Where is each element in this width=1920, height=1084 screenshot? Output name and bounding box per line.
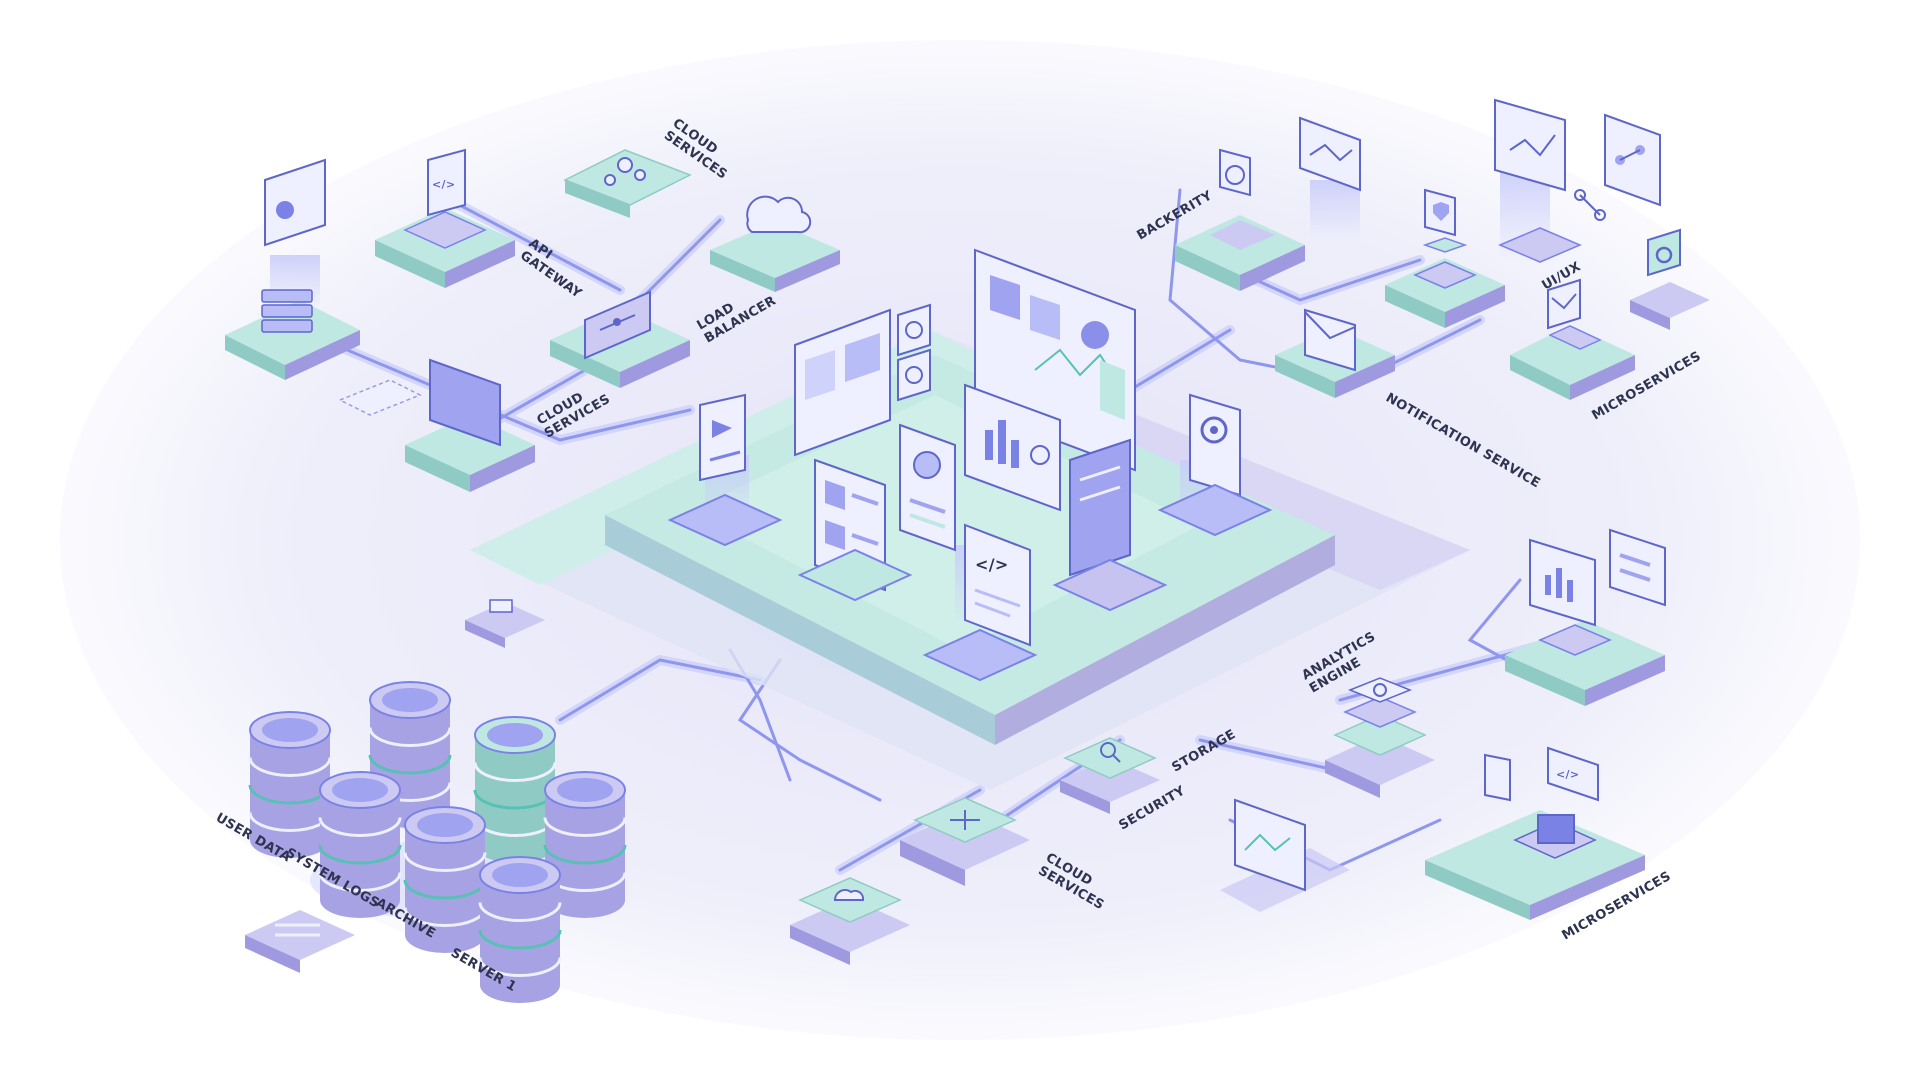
- database-icon: [478, 856, 562, 1003]
- cloud-services-bottom-node[interactable]: [900, 797, 1030, 886]
- database-icon: [318, 771, 402, 918]
- node-graph-panel: [1574, 113, 1661, 221]
- gear-panel: [1189, 393, 1241, 497]
- cloud-icon: [746, 195, 812, 234]
- mail-icon: [1304, 311, 1356, 340]
- analytics-dashboard-node[interactable]: [1505, 528, 1666, 706]
- monitoring-node[interactable]: [1220, 798, 1350, 912]
- api-gateway-node[interactable]: </>: [375, 148, 515, 288]
- search-node[interactable]: [1060, 737, 1160, 814]
- chart-panel: [964, 383, 1061, 512]
- microservices-bottom-node[interactable]: </>: [1425, 746, 1645, 920]
- gear-icon-engine: [1373, 683, 1387, 697]
- cloud-services-top-node[interactable]: [563, 149, 692, 218]
- form-panel: [1069, 438, 1131, 577]
- platform-pads: [667, 483, 1273, 682]
- analytics-engine-node[interactable]: [1325, 677, 1435, 798]
- settings-node[interactable]: [1630, 228, 1710, 330]
- code-icon: </>: [975, 555, 1009, 574]
- code-icon-small: </>: [432, 178, 455, 191]
- microservices-top-node[interactable]: [1510, 278, 1635, 400]
- mail-icon-small: [1551, 293, 1577, 310]
- video-panel: [699, 393, 746, 482]
- code-panel: </>: [964, 523, 1031, 647]
- floating-panels: </>: [699, 248, 1241, 647]
- code-icon-bottom: </>: [1556, 768, 1579, 781]
- cloud-node[interactable]: [710, 195, 840, 292]
- analytics-chart-top: [1299, 116, 1361, 240]
- server-stack-node: [225, 158, 360, 380]
- database-icon: [403, 806, 487, 953]
- ui-panel-top: [1494, 98, 1582, 263]
- settings-icon: [1655, 246, 1673, 264]
- database-cylinders: [248, 681, 627, 1003]
- shield-node[interactable]: [1385, 188, 1505, 328]
- document-node[interactable]: [245, 910, 355, 973]
- globe-icon: [1225, 165, 1245, 185]
- database-icon: [248, 711, 332, 858]
- small-box-node[interactable]: [465, 599, 545, 648]
- cloud-services-left-node[interactable]: [338, 358, 535, 492]
- cloud-upload-node[interactable]: [790, 877, 910, 965]
- gear-icon: [1200, 416, 1228, 444]
- profile-panel: [899, 423, 956, 552]
- cloud-upload-icon: [833, 889, 865, 901]
- backerity-node[interactable]: [1175, 148, 1305, 291]
- notification-node[interactable]: [1275, 308, 1395, 398]
- shield-icon: [1433, 202, 1449, 221]
- app-panel-left: [794, 303, 931, 457]
- search-icon: [1100, 742, 1116, 758]
- load-balancer-node[interactable]: [550, 290, 690, 388]
- database-icon: [473, 716, 557, 863]
- monitor-icon: [429, 358, 501, 447]
